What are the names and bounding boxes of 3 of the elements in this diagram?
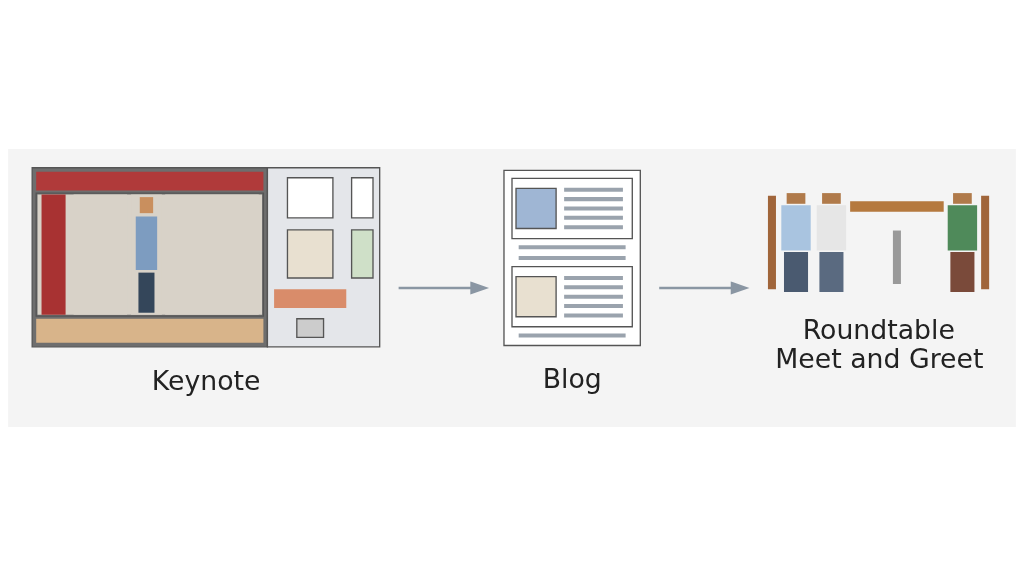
node-label: Keynote bbox=[151, 364, 261, 396]
node-label: Blog bbox=[542, 363, 602, 395]
node-label: Roundtable Meet and Greet bbox=[775, 313, 984, 375]
